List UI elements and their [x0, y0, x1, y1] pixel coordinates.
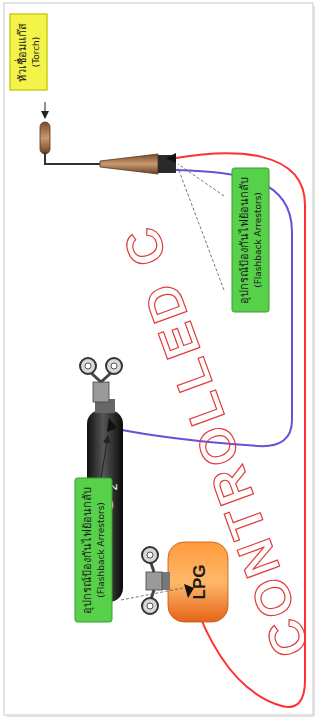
callout-title: หัวเชื่อมแก๊ส [14, 23, 29, 82]
callout-box: หัวเชื่อมแก๊ส(Torch) [9, 14, 47, 91]
callout-title: อุปกรณ์ป้องกันไฟย้อนกลับ [79, 487, 94, 614]
callout-box: อุปกรณ์ป้องกันไฟย้อนกลับ(Flashback Arres… [74, 478, 112, 623]
callout-subtitle: (Flashback Arrestors) [94, 487, 107, 614]
callout-subtitle: (Torch) [29, 23, 42, 82]
callout-title: อุปกรณ์ป้องกันไฟย้อนกลับ [236, 177, 251, 304]
callout-subtitle: (Flashback Arrestors) [251, 177, 264, 304]
callout-box: อุปกรณ์ป้องกันไฟย้อนกลับ(Flashback Arres… [231, 168, 269, 313]
cylinder-label: LPG [190, 565, 210, 600]
